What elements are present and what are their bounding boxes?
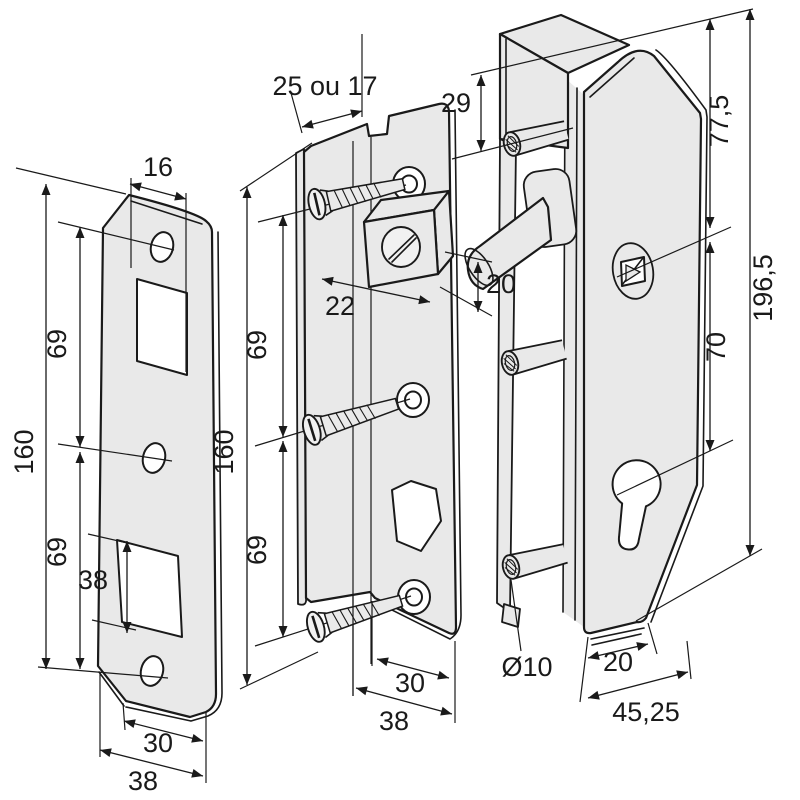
dim-strike-upper: 69 xyxy=(42,329,72,359)
strike-bolt-cutout xyxy=(116,539,183,638)
inner-plate xyxy=(295,102,462,696)
dim-strike-lower: 69 xyxy=(42,537,72,567)
dim-follower-height: 20 xyxy=(486,269,516,299)
follower-block xyxy=(362,189,455,289)
dim-strike-overall: 160 xyxy=(9,429,39,474)
dim-inner-upper: 69 xyxy=(242,330,272,360)
strike-screw-hole-bottom xyxy=(139,655,165,687)
dim-strike-width-face: 30 xyxy=(143,728,173,758)
strike-plate xyxy=(96,193,223,722)
dim-inner-width-total: 38 xyxy=(379,706,409,736)
dimensions: 16 160 69 69 38 30 38 25 ou 17 160 69 69… xyxy=(9,8,778,796)
inner-screw-holes xyxy=(392,166,431,615)
dim-outer-top-offset: 29 xyxy=(441,88,471,118)
dim-outer-bottom-flat: 20 xyxy=(603,647,633,677)
spindle-tube-end xyxy=(464,247,494,287)
dim-outer-width-total: 45,25 xyxy=(612,697,680,727)
spindle-tube xyxy=(466,196,553,291)
dim-strike-cutout: 38 xyxy=(78,565,108,595)
inner-plate-thickness xyxy=(375,109,462,640)
dim-outer-mid: 70 xyxy=(701,332,731,362)
dim-follower-width: 22 xyxy=(325,291,355,321)
inner-euro-cutout xyxy=(391,480,442,552)
dim-inner-overall: 160 xyxy=(209,429,239,474)
outer-plate-body xyxy=(582,49,703,635)
dim-outer-upper: 77,5 xyxy=(704,95,734,148)
spindle-hub xyxy=(611,242,655,300)
dim-strike-width-total: 38 xyxy=(128,766,158,796)
dim-inner-width-face: 30 xyxy=(395,668,425,698)
outer-plate xyxy=(464,13,708,646)
dim-outer-overall: 196,5 xyxy=(748,254,778,322)
dim-strike-slot-width: 16 xyxy=(143,152,173,182)
dim-inner-backset: 25 ou 17 xyxy=(272,71,377,101)
spindle-assembly xyxy=(464,168,578,291)
euro-cylinder-hole xyxy=(611,459,662,551)
dim-post-diameter: Ø10 xyxy=(501,652,552,682)
top-cap xyxy=(498,13,631,150)
dim-inner-lower: 69 xyxy=(242,535,272,565)
strike-latch-cutout xyxy=(136,278,188,376)
strike-plate-thickness xyxy=(98,231,223,722)
